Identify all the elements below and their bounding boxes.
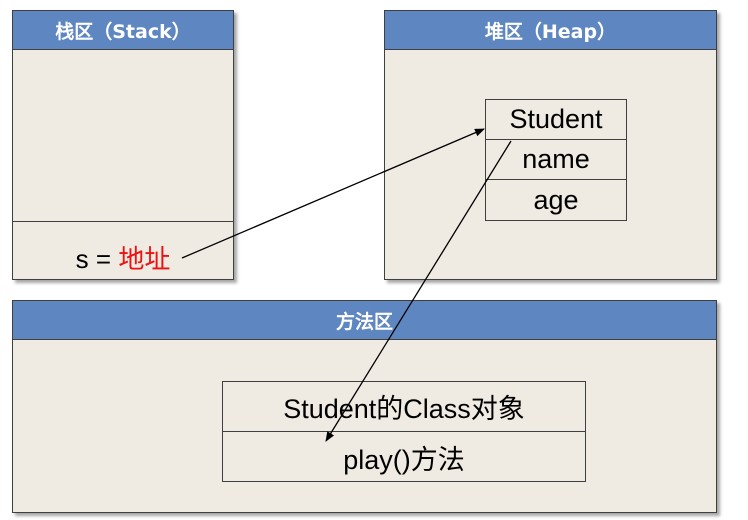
student-object-box: Student name age [485, 99, 627, 221]
address-value: 地址 [118, 244, 171, 274]
assign-operator: = [95, 244, 112, 274]
stack-panel: 栈区（Stack） s = 地址 [12, 10, 234, 280]
method-area-title: 方法区 [13, 301, 716, 340]
stack-title: 栈区（Stack） [13, 11, 233, 50]
stack-divider [13, 221, 233, 222]
class-object-label: Student的Class对象 [223, 382, 585, 432]
student-class-name: Student [486, 100, 626, 140]
class-object-box: Student的Class对象 play()方法 [222, 381, 586, 482]
method-label: play()方法 [343, 444, 465, 475]
field-name: name [486, 140, 626, 180]
variable-name: s [75, 244, 89, 274]
field-age: age [533, 184, 579, 215]
stack-variable: s = 地址 [13, 239, 233, 274]
heap-title: 堆区（Heap） [385, 11, 716, 50]
